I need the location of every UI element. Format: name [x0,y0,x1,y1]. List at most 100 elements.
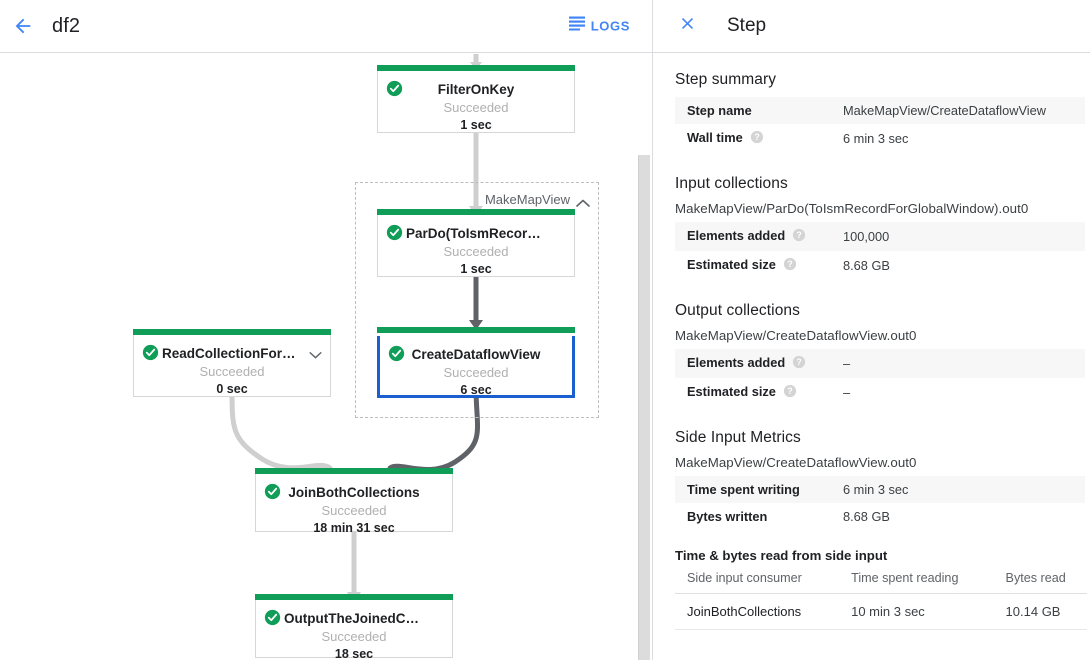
graph-canvas[interactable]: MakeMapView FilterOnKey Succeeded 1 sec [0,54,652,660]
table-row: Wall time? 6 min 3 sec [675,124,1085,153]
graph-node-createdataflowview[interactable]: CreateDataflowView Succeeded 6 sec [377,327,575,398]
close-icon [678,14,697,38]
step-details-panel: Step Step summary Step name MakeMapView/… [652,0,1090,660]
status-bar-success [377,327,575,333]
back-button[interactable] [0,0,46,53]
svg-text:?: ? [787,259,792,269]
check-circle-icon [388,345,405,362]
column-header-time-spent-reading: Time spent reading [839,567,994,594]
step-summary-table: Step name MakeMapView/CreateDataflowView… [675,97,1085,153]
table-row: Elements added? – [675,349,1085,378]
row-value: MakeMapView/CreateDataflowView [843,97,1085,124]
row-value: 8.68 GB [843,258,890,273]
section-heading-output-collections: Output collections [675,302,801,319]
column-header-bytes-read: Bytes read [993,567,1087,594]
row-key: Wall time? [675,124,843,153]
graph-node-readcollectionforjoin[interactable]: ReadCollectionForJoin Succeeded 0 sec [133,329,331,397]
top-bar: df2 LOGS [0,0,652,53]
node-time: 18 min 31 sec [313,521,395,535]
node-time: 1 sec [460,262,492,276]
help-icon[interactable]: ? [792,228,806,245]
panel-header: Step [653,0,1090,53]
node-name: JoinBothCollections [288,485,420,500]
group-container-makemapview[interactable]: MakeMapView [355,182,599,418]
node-name: ParDo(ToIsmRecordFor… [406,226,566,241]
table-row: Estimated size? 8.68 GB [675,251,1085,280]
node-status: Succeeded [443,365,509,380]
cell-bytes-read: 10.14 GB [993,593,1087,630]
node-time: 6 sec [460,383,492,397]
svg-text:?: ? [787,386,792,396]
section-heading-side-input-metrics: Side Input Metrics [675,429,801,446]
arrow-left-icon [12,15,34,37]
table-header-row: Side input consumer Time spent reading B… [675,567,1087,594]
row-value: – [843,349,1085,378]
table-row: Time spent writing 6 min 3 sec [675,476,1085,503]
node-status: Succeeded [321,629,387,644]
node-name: ReadCollectionForJoin [162,346,310,361]
node-status: Succeeded [443,100,509,115]
status-bar-success [377,209,575,215]
table-row: Elements added? 100,000 [675,222,1085,251]
svg-text:?: ? [796,230,801,240]
status-bar-success [133,329,331,335]
status-bar-success [255,594,453,600]
column-header-side-input-consumer: Side input consumer [675,567,840,594]
check-circle-icon [386,224,403,241]
node-name: OutputTheJoinedCollec… [284,611,444,626]
row-key: Time spent writing [675,476,843,503]
graph-vertical-scrollbar[interactable] [638,155,650,660]
row-value: – [843,385,851,400]
side-input-metrics-table: Time spent writing 6 min 3 sec Bytes wri… [675,476,1085,530]
node-time: 18 sec [334,647,374,660]
cell-side-input-consumer: JoinBothCollections [675,593,840,630]
chevron-down-icon[interactable] [309,346,322,364]
logs-list-icon [568,16,585,36]
section-heading-step-summary: Step summary [675,71,777,88]
logs-label: LOGS [590,18,630,34]
chevron-up-icon[interactable] [576,195,590,213]
subsection-heading-time-bytes-read: Time & bytes read from side input [675,548,888,563]
check-circle-icon [142,344,159,361]
row-key: Step name [675,97,843,124]
svg-text:?: ? [754,132,759,142]
node-status: Succeeded [321,503,387,518]
node-status: Succeeded [443,244,509,259]
node-name: CreateDataflowView [411,347,541,362]
help-icon[interactable]: ? [750,130,764,147]
table-row: Step name MakeMapView/CreateDataflowView [675,97,1085,124]
table-row: Estimated size? – [675,378,1085,407]
check-circle-icon [264,609,281,626]
node-time: 1 sec [460,118,492,132]
row-key: Estimated size? [675,251,843,280]
close-button[interactable] [675,14,699,38]
help-icon[interactable]: ? [792,355,806,372]
input-collections-table: Elements added? 100,000 Estimated size? … [675,222,1085,280]
panel-title: Step [727,15,767,36]
node-name: FilterOnKey [437,82,515,97]
graph-node-filteronkey[interactable]: FilterOnKey Succeeded 1 sec [377,65,575,133]
group-label: MakeMapView [484,192,570,207]
graph-node-pardo[interactable]: ParDo(ToIsmRecordFor… Succeeded 1 sec [377,209,575,277]
section-heading-input-collections: Input collections [675,175,788,192]
check-circle-icon [386,80,403,97]
row-value: 6 min 3 sec [843,131,909,146]
row-key: Bytes written [687,509,768,524]
table-row: JoinBothCollections 10 min 3 sec 10.14 G… [675,593,1087,630]
graph-node-outputthejoinedcollection[interactable]: OutputTheJoinedCollec… Succeeded 18 sec [255,594,453,660]
graph-node-joinbothcollections[interactable]: JoinBothCollections Succeeded 18 min 31 … [255,468,453,535]
panel-body: Step summary Step name MakeMapView/Creat… [653,53,1090,630]
help-icon[interactable]: ? [783,257,797,274]
side-input-collection-name: MakeMapView/CreateDataflowView.out0 [675,455,917,470]
table-row: Bytes written 8.68 GB [675,503,1085,530]
row-key: Elements added? [675,349,843,378]
svg-text:?: ? [796,357,801,367]
side-input-consumers-table: Side input consumer Time spent reading B… [675,567,1087,630]
check-circle-icon [264,483,281,500]
help-icon[interactable]: ? [783,384,797,401]
row-value: 8.68 GB [843,509,890,524]
node-time: 0 sec [216,382,248,396]
output-collection-name: MakeMapView/CreateDataflowView.out0 [675,328,917,343]
logs-button[interactable]: LOGS [568,16,630,36]
